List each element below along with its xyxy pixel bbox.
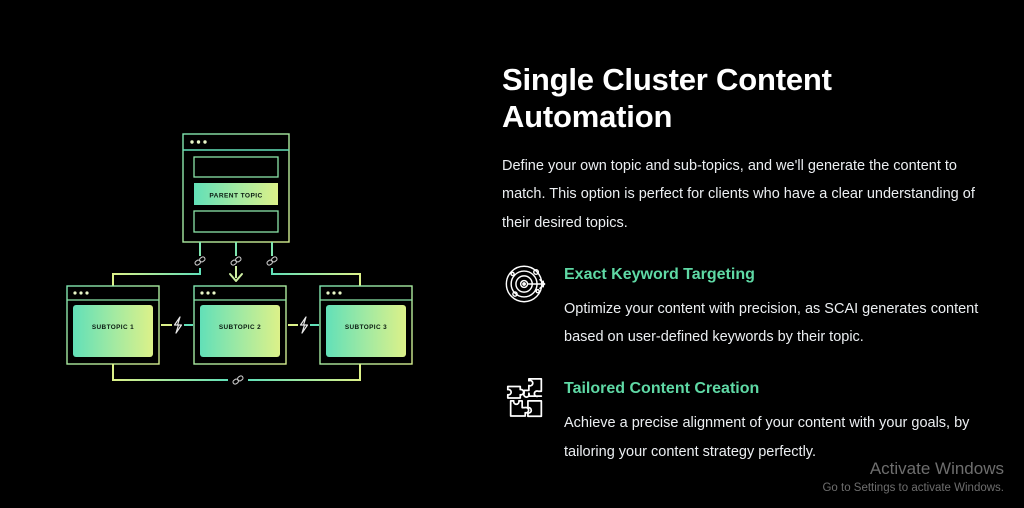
lightning-bolt-icon (299, 316, 309, 334)
link-icon (194, 256, 206, 266)
subtopic-3-label: SUBTOPIC 3 (345, 324, 387, 331)
parent-topic-window: PARENT TOPIC (182, 133, 290, 243)
subtopic-window-2: SUBTOPIC 2 (193, 285, 287, 365)
feature-title: Tailored Content Creation (564, 380, 760, 398)
page-title: Single Cluster Content Automation (502, 62, 832, 134)
feature-body: Exact Keyword Targeting Optimize your co… (564, 259, 1000, 352)
parent-topic-label: PARENT TOPIC (209, 193, 262, 200)
feature-description: Optimize your content with precision, as… (564, 300, 979, 346)
content-panel: Single Cluster Content Automation Define… (500, 0, 1024, 508)
target-bullseye-icon (502, 261, 550, 309)
link-icon (266, 256, 278, 266)
intro-paragraph: Define your own topic and sub-topics, an… (502, 158, 975, 231)
subtopic-window-3: SUBTOPIC 3 (319, 285, 413, 365)
feature-body: Tailored Content Creation Achieve a prec… (564, 373, 1000, 466)
lightning-bolt-icon (173, 316, 183, 334)
subtopic-window-1: SUBTOPIC 1 (66, 285, 160, 365)
puzzle-pieces-icon (502, 375, 550, 423)
feature-description: Achieve a precise alignment of your cont… (564, 415, 970, 460)
arrow-down-icon (229, 266, 243, 282)
feature-exact-keyword-targeting: Exact Keyword Targeting Optimize your co… (502, 259, 1000, 352)
content-cluster-diagram: PARENT TOPIC (0, 0, 500, 508)
subtopic-bottom-loop (112, 364, 361, 385)
subtopic-1-label: SUBTOPIC 1 (92, 324, 134, 331)
subtopic-2-label: SUBTOPIC 2 (219, 324, 261, 331)
parent-to-subtopic-connectors (112, 242, 361, 286)
feature-tailored-content-creation: Tailored Content Creation Achieve a prec… (502, 373, 1000, 466)
link-icon (232, 375, 244, 385)
subtopic-link-1-2 (161, 316, 193, 334)
link-icon (230, 256, 242, 266)
feature-title: Exact Keyword Targeting (564, 265, 755, 283)
subtopic-link-2-3 (288, 316, 319, 334)
